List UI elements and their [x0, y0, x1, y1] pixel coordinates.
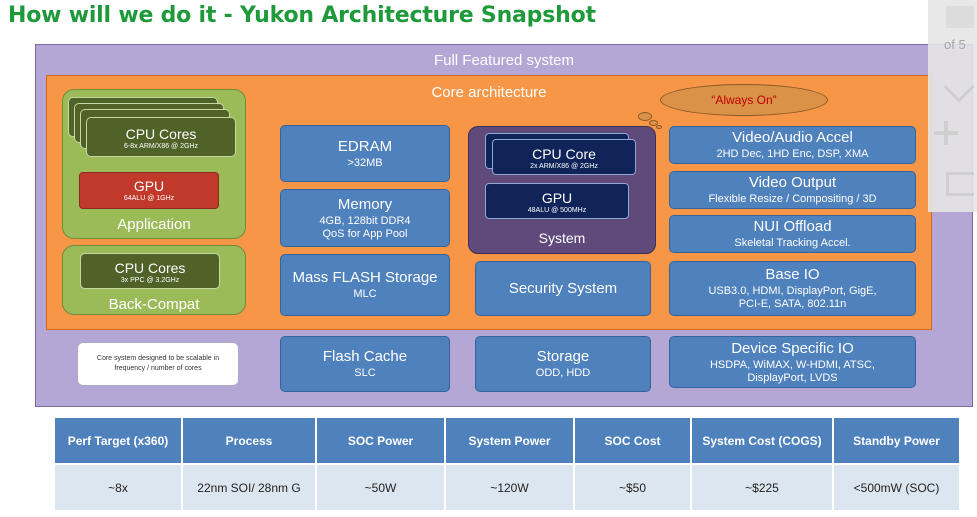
table-cell: ~$225 [692, 465, 832, 510]
system-cpu-core: CPU Core 2x ARM/X86 @ 2GHz [492, 139, 636, 175]
table-header: System Cost (COGS) [692, 418, 832, 463]
table-cell: ~120W [446, 465, 573, 510]
application-gpu: GPU 64ALU @ 1GHz [79, 172, 219, 209]
system-gpu-spec: 48ALU @ 500MHz [527, 207, 587, 214]
base-io-title: Base IO [765, 266, 820, 283]
memory-spec: 4GB, 128bit DDR4 [319, 214, 411, 227]
table-header: SOC Power [317, 418, 444, 463]
memory-qos: QoS for App Pool [322, 227, 408, 240]
mass-flash-storage-block: Mass FLASH Storage MLC [280, 254, 450, 316]
memory-title: Memory [337, 195, 393, 213]
system-gpu: GPU 48ALU @ 500MHz [485, 183, 629, 219]
application-gpu-spec: 64ALU @ 1GHz [123, 195, 175, 202]
flash-cache-spec: SLC [354, 367, 376, 379]
table-header: SOC Cost [575, 418, 690, 463]
core-architecture-label: Core architecture [431, 84, 547, 101]
full-featured-system-label: Full Featured system [433, 52, 575, 69]
viewer-page-count: of 5 [944, 37, 966, 52]
storage-title: Storage [536, 348, 590, 365]
system-cpu-title: CPU Core [532, 146, 596, 162]
table-header-row: Perf Target (x360) Process SOC Power Sys… [55, 418, 959, 463]
viewer-page-field[interactable] [946, 6, 974, 28]
cloud-dot [656, 125, 662, 129]
table-cell: <500mW (SOC) [834, 465, 959, 510]
edram-spec: >32MB [347, 156, 383, 169]
performance-targets-table: Perf Target (x360) Process SOC Power Sys… [53, 416, 961, 512]
video-audio-title: Video/Audio Accel [732, 129, 853, 146]
device-io-spec: HSDPA, WiMAX, W-HDMI, ATSC, [709, 358, 875, 371]
flash-cache-title: Flash Cache [322, 348, 408, 365]
memory-block: Memory 4GB, 128bit DDR4 QoS for App Pool [280, 189, 450, 247]
storage-spec: ODD, HDD [535, 367, 591, 379]
viewer-side-toolbar [928, 0, 977, 212]
mass-flash-spec: MLC [353, 288, 377, 300]
back-compat-cpu-title: CPU Cores [114, 260, 186, 276]
security-system-block: Security System [475, 261, 651, 316]
table-cell: ~$50 [575, 465, 690, 510]
base-io-spec: USB3.0, HDMI, DisplayPort, GigE, [708, 285, 877, 297]
application-label: Application [117, 216, 191, 233]
back-compat-cpu-spec: 3x PPC @ 3.2GHz [120, 277, 180, 284]
video-audio-accel-block: Video/Audio Accel 2HD Dec, 1HD Enc, DSP,… [669, 126, 916, 164]
zoom-in-icon-vertical [944, 121, 948, 145]
cloud-dot [638, 112, 652, 121]
nui-offload-block: NUI Offload Skeletal Tracking Accel. [669, 215, 916, 253]
device-io-title: Device Specific IO [731, 339, 854, 357]
scalability-note: Core system designed to be scalable in f… [77, 342, 239, 386]
edram-block: EDRAM >32MB [280, 125, 450, 182]
application-cpu-cores: CPU Cores 6-8x ARM/X86 @ 2GHz [86, 117, 236, 157]
security-system-title: Security System [508, 280, 618, 297]
system-gpu-title: GPU [541, 190, 573, 206]
video-audio-spec: 2HD Dec, 1HD Enc, DSP, XMA [716, 148, 869, 160]
table-cell: 22nm SOI/ 28nm G [183, 465, 315, 510]
nui-offload-spec: Skeletal Tracking Accel. [734, 237, 851, 249]
storage-block: Storage ODD, HDD [475, 336, 651, 392]
back-compat-cpu-cores: CPU Cores 3x PPC @ 3.2GHz [80, 253, 220, 289]
application-cpu-spec: 6-8x ARM/X86 @ 2GHz [123, 143, 199, 150]
edram-title: EDRAM [337, 137, 393, 155]
table-header: Perf Target (x360) [55, 418, 181, 463]
application-gpu-title: GPU [133, 178, 165, 194]
always-on-label: “Always On” [711, 93, 777, 107]
video-output-spec: Flexible Resize / Compositing / 3D [708, 193, 877, 205]
table-row: ~8x 22nm SOI/ 28nm G ~50W ~120W ~$50 ~$2… [55, 465, 959, 510]
table-header: Standby Power [834, 418, 959, 463]
application-cpu-title: CPU Cores [125, 126, 197, 142]
device-io-spec-2: DisplayPort, LVDS [747, 371, 838, 384]
device-specific-io-block: Device Specific IO HSDPA, WiMAX, W-HDMI,… [669, 336, 916, 388]
mass-flash-title: Mass FLASH Storage [292, 269, 438, 286]
base-io-spec-2: PCI-E, SATA, 802.11n [738, 298, 847, 310]
table-header: Process [183, 418, 315, 463]
always-on-cloud: “Always On” [660, 84, 828, 116]
back-compat-label: Back-Compat [108, 296, 200, 313]
table-cell: ~50W [317, 465, 444, 510]
system-label: System [538, 230, 586, 246]
table-header: System Power [446, 418, 573, 463]
video-output-title: Video Output [748, 174, 837, 191]
nui-offload-title: NUI Offload [753, 218, 832, 235]
base-io-block: Base IO USB3.0, HDMI, DisplayPort, GigE,… [669, 261, 916, 316]
system-cpu-spec: 2x ARM/X86 @ 2GHz [530, 163, 598, 170]
slide-title: How will we do it - Yukon Architecture S… [8, 3, 596, 28]
flash-cache-block: Flash Cache SLC [280, 336, 450, 392]
cloud-dot [649, 120, 658, 126]
table-cell: ~8x [55, 465, 181, 510]
fullscreen-icon[interactable] [946, 172, 974, 196]
video-output-block: Video Output Flexible Resize / Compositi… [669, 171, 916, 209]
